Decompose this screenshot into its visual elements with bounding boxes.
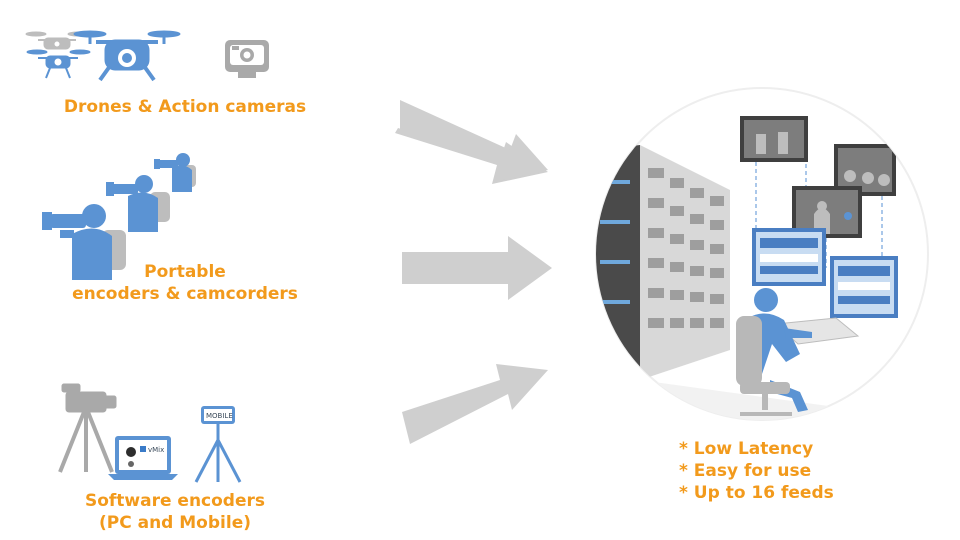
camera-operator-medium-icon bbox=[106, 175, 170, 232]
action-camera-icon bbox=[225, 40, 269, 78]
laptop-icon: vMix bbox=[108, 436, 178, 480]
portable-label-line1: Portable bbox=[144, 262, 226, 282]
feature-item: * Up to 16 feeds bbox=[679, 483, 834, 503]
camcorder-tripod-icon bbox=[58, 383, 117, 473]
desk-monitor-right bbox=[830, 256, 898, 318]
features-list: * Low Latency * Easy for use * Up to 16 … bbox=[679, 438, 834, 504]
arrow-bottom bbox=[402, 364, 548, 444]
wall-monitor-2 bbox=[834, 144, 896, 196]
feature-item: * Low Latency bbox=[679, 439, 814, 459]
small-drone-gray-icon bbox=[25, 31, 89, 50]
small-drone-blue-icon bbox=[26, 49, 91, 79]
feature-item: * Easy for use bbox=[679, 461, 812, 481]
software-label: Software encoders (PC and Mobile) bbox=[30, 490, 320, 534]
drones-label: Drones & Action cameras bbox=[40, 96, 330, 118]
portable-label-line2: encoders & camcorders bbox=[72, 284, 298, 304]
portable-label: Portable encoders & camcorders bbox=[40, 261, 330, 305]
desk-monitor-left bbox=[752, 228, 826, 286]
mobile-label: MOBILE bbox=[206, 412, 233, 420]
arrow-top bbox=[395, 100, 548, 184]
wall-monitor-1 bbox=[740, 116, 808, 162]
large-drone-blue-icon bbox=[73, 30, 181, 82]
camera-operator-small-icon bbox=[154, 153, 196, 192]
drones-label-line1: Drones & Action cameras bbox=[63, 97, 307, 117]
chair bbox=[736, 316, 792, 416]
software-label-line1: Software encoders bbox=[84, 491, 266, 511]
camera-operator-large-icon bbox=[42, 204, 126, 280]
mobile-tripod-icon: MOBILE bbox=[194, 406, 242, 483]
vmix-label: vMix bbox=[148, 446, 164, 454]
arrow-middle bbox=[402, 236, 552, 300]
software-label-line2: (PC and Mobile) bbox=[98, 513, 251, 533]
control-room-illustration bbox=[596, 116, 928, 420]
